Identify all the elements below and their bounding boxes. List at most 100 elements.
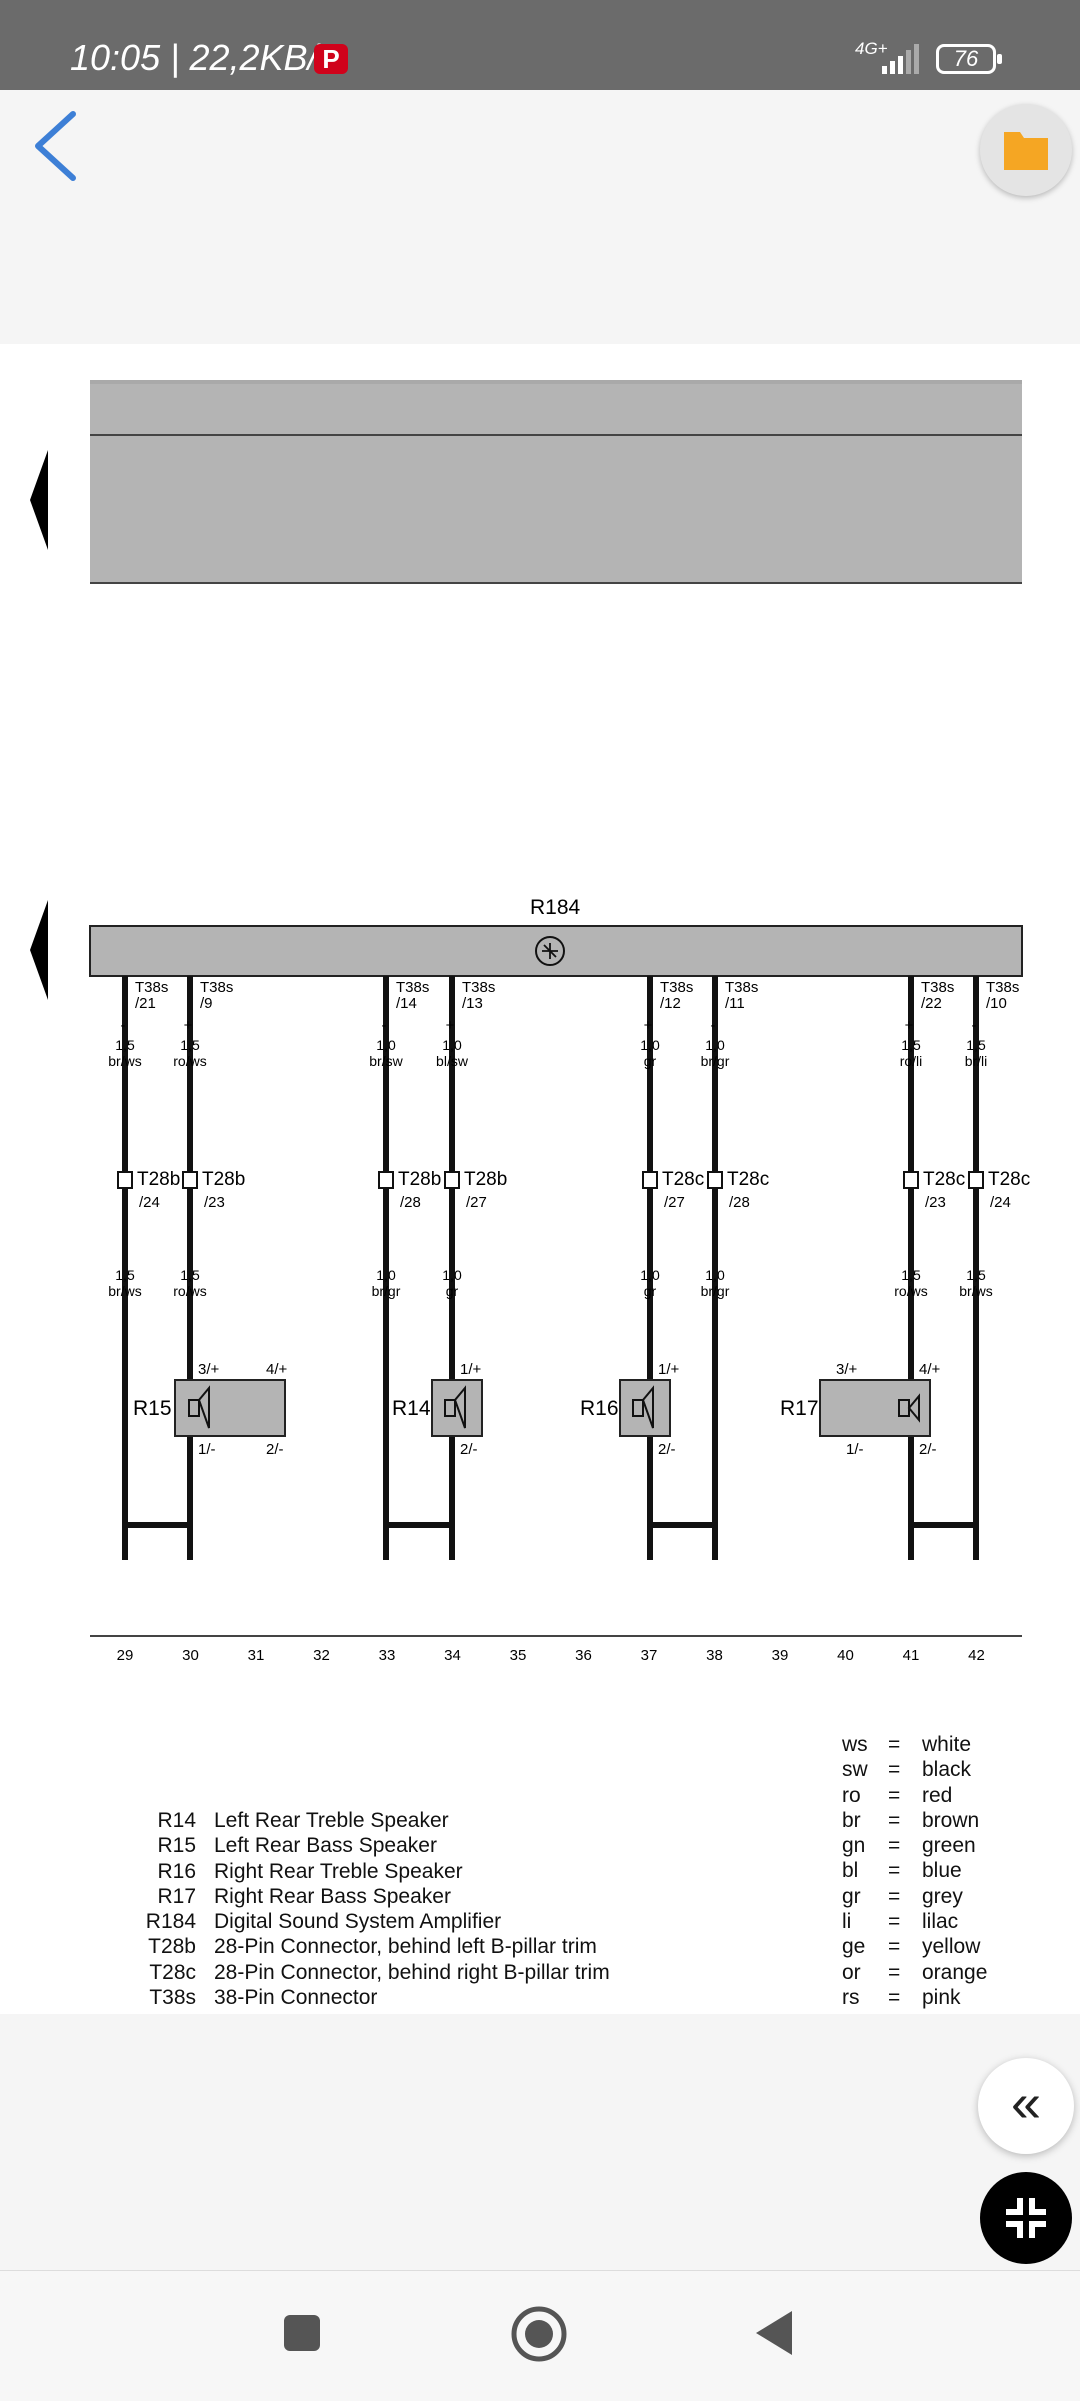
connector-conn: T28c	[923, 1169, 965, 1190]
legend-desc: Digital Sound System Amplifier	[214, 1910, 502, 1934]
wire-color-bottom: br/ws	[959, 1283, 992, 1299]
wire-size-top: 1,0	[376, 1037, 396, 1053]
connector-marker	[117, 1171, 133, 1189]
legend-code: R184	[145, 1910, 196, 1934]
wire-size-bottom: 1,0	[705, 1267, 725, 1283]
ruler-number: 36	[575, 1647, 592, 1664]
amp-pin-conn: T38s	[462, 979, 495, 996]
color-equals: =	[888, 1808, 901, 1832]
color-name: lilac	[922, 1910, 959, 1934]
ruler-number: 40	[837, 1647, 854, 1664]
legend-code: R14	[157, 1809, 196, 1832]
back-arrow-icon[interactable]	[28, 106, 88, 186]
ruler-number: 29	[117, 1647, 134, 1664]
home-circle-icon[interactable]	[510, 2305, 568, 2363]
recents-square-icon[interactable]	[282, 2313, 322, 2353]
speaker-terminal-bottom-2: 1/-	[846, 1441, 864, 1458]
signal-icon	[882, 44, 919, 74]
connector-conn: T28c	[662, 1169, 704, 1190]
previous-diagram-section	[90, 380, 1022, 584]
color-name: black	[922, 1758, 972, 1782]
color-abbr: ge	[842, 1935, 866, 1959]
wire-size-top: 1,5	[115, 1037, 135, 1053]
wire-color-bottom: br/gr	[372, 1283, 401, 1299]
folder-icon	[1004, 132, 1048, 170]
color-abbr: li	[842, 1910, 852, 1934]
speaker-cone-icon	[197, 1385, 210, 1429]
ruler-number: 39	[772, 1647, 789, 1664]
color-abbr: ws	[842, 1733, 868, 1756]
amp-pin-conn: T38s	[200, 979, 233, 996]
color-name: red	[922, 1783, 953, 1807]
wire-size-bottom: 1,0	[640, 1267, 660, 1283]
exit-fullscreen-button[interactable]	[980, 2172, 1072, 2264]
wire-loop	[908, 1520, 979, 1528]
connector-conn: T28b	[398, 1169, 441, 1190]
legend-desc: Left Rear Bass Speaker	[214, 1834, 437, 1858]
speaker-label: R15	[133, 1397, 172, 1420]
legend-code: R16	[157, 1859, 196, 1883]
connector-marker	[903, 1171, 919, 1189]
color-abbr: gr	[842, 1884, 861, 1908]
wire-size-top: 1,5	[901, 1037, 921, 1053]
amp-pin-conn: T38s	[725, 979, 758, 996]
speaker-box	[819, 1379, 931, 1437]
speaker-cone-icon	[453, 1385, 466, 1429]
connector-pin: /28	[729, 1194, 750, 1211]
amp-pin-sign: -	[382, 1017, 387, 1034]
prev-page-arrow-icon[interactable]	[28, 450, 68, 550]
pinterest-icon: P	[314, 44, 348, 74]
folder-button[interactable]	[980, 104, 1072, 196]
legend-desc: Right Rear Treble Speaker	[214, 1859, 463, 1883]
wire-size-top: 1,5	[966, 1037, 986, 1053]
connector-marker	[378, 1171, 394, 1189]
connector-pin: /27	[466, 1194, 487, 1211]
color-name: grey	[922, 1884, 963, 1908]
collapse-fullscreen-icon	[1006, 2198, 1046, 2238]
amp-pin-conn: T38s	[986, 979, 1019, 996]
ruler-number: 30	[182, 1647, 199, 1664]
amp-pin-conn: T38s	[396, 979, 429, 996]
status-bar: 10:05 | 22,2KB/s P 4G+ 76	[0, 0, 1080, 90]
legend-desc: 28-Pin Connector, behind left B-pillar t…	[214, 1935, 597, 1959]
ruler-number: 37	[641, 1647, 658, 1664]
connector-conn: T28c	[988, 1169, 1030, 1190]
color-abbr: br	[842, 1808, 861, 1832]
color-code-row: ro=red	[842, 1783, 987, 1808]
ruler-number: 31	[248, 1647, 265, 1664]
color-name: orange	[922, 1960, 988, 1984]
prev-section-arrow-icon[interactable]	[28, 900, 68, 1000]
ruler-number: 38	[706, 1647, 723, 1664]
amplifier-label: R184	[530, 896, 581, 919]
wire-size-top: 1,0	[640, 1037, 660, 1053]
color-equals: =	[888, 1960, 901, 1984]
collapse-panel-button[interactable]: «	[978, 2058, 1074, 2154]
back-triangle-icon[interactable]	[754, 2309, 794, 2357]
wire-color-top: ro/li	[900, 1053, 923, 1069]
network-type: 4G+	[855, 39, 888, 58]
ruler-number: 32	[313, 1647, 330, 1664]
color-equals: =	[888, 1985, 901, 2009]
color-equals: =	[888, 1758, 901, 1782]
legend-code: R17	[157, 1884, 196, 1908]
ruler-number: 33	[379, 1647, 396, 1664]
battery-level: 76	[953, 46, 979, 71]
speaker-terminal-top: 1/+	[460, 1361, 482, 1378]
legend-desc: 38-Pin Connector	[214, 1986, 378, 2010]
ruler-number: 35	[510, 1647, 527, 1664]
wire-color-top: ro/ws	[173, 1053, 206, 1069]
color-name: blue	[922, 1859, 962, 1883]
wire-color-top: br/gr	[701, 1053, 730, 1069]
color-equals: =	[888, 1910, 901, 1934]
